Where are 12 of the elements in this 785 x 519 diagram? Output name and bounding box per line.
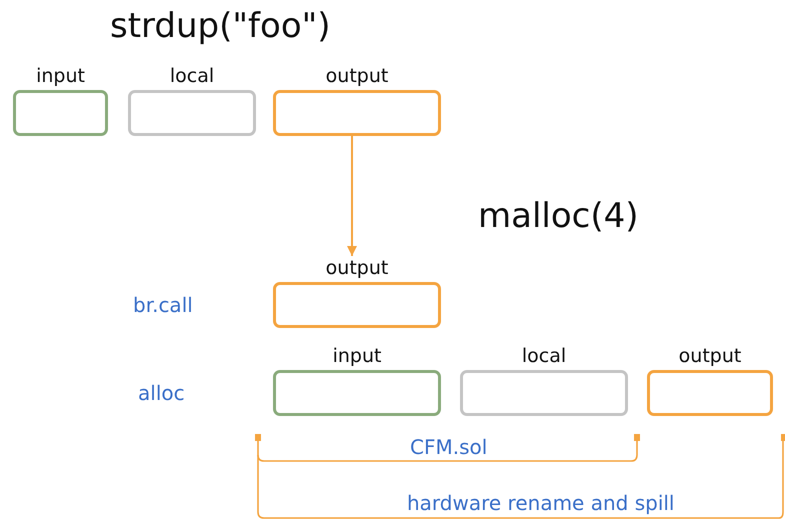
instruction-label: alloc bbox=[138, 381, 185, 405]
register-label: local bbox=[168, 64, 216, 88]
register-label: input bbox=[35, 64, 86, 88]
register-label: output bbox=[678, 344, 742, 368]
function-call-heading: malloc(4) bbox=[478, 196, 639, 236]
arrow bbox=[347, 136, 357, 256]
register-label: local bbox=[520, 344, 568, 368]
register-label: input bbox=[332, 344, 382, 368]
function-call-heading: strdup("foo") bbox=[110, 6, 331, 46]
instruction-label: br.call bbox=[133, 293, 193, 317]
register-label: output bbox=[324, 256, 390, 280]
register-label: output bbox=[324, 64, 390, 88]
